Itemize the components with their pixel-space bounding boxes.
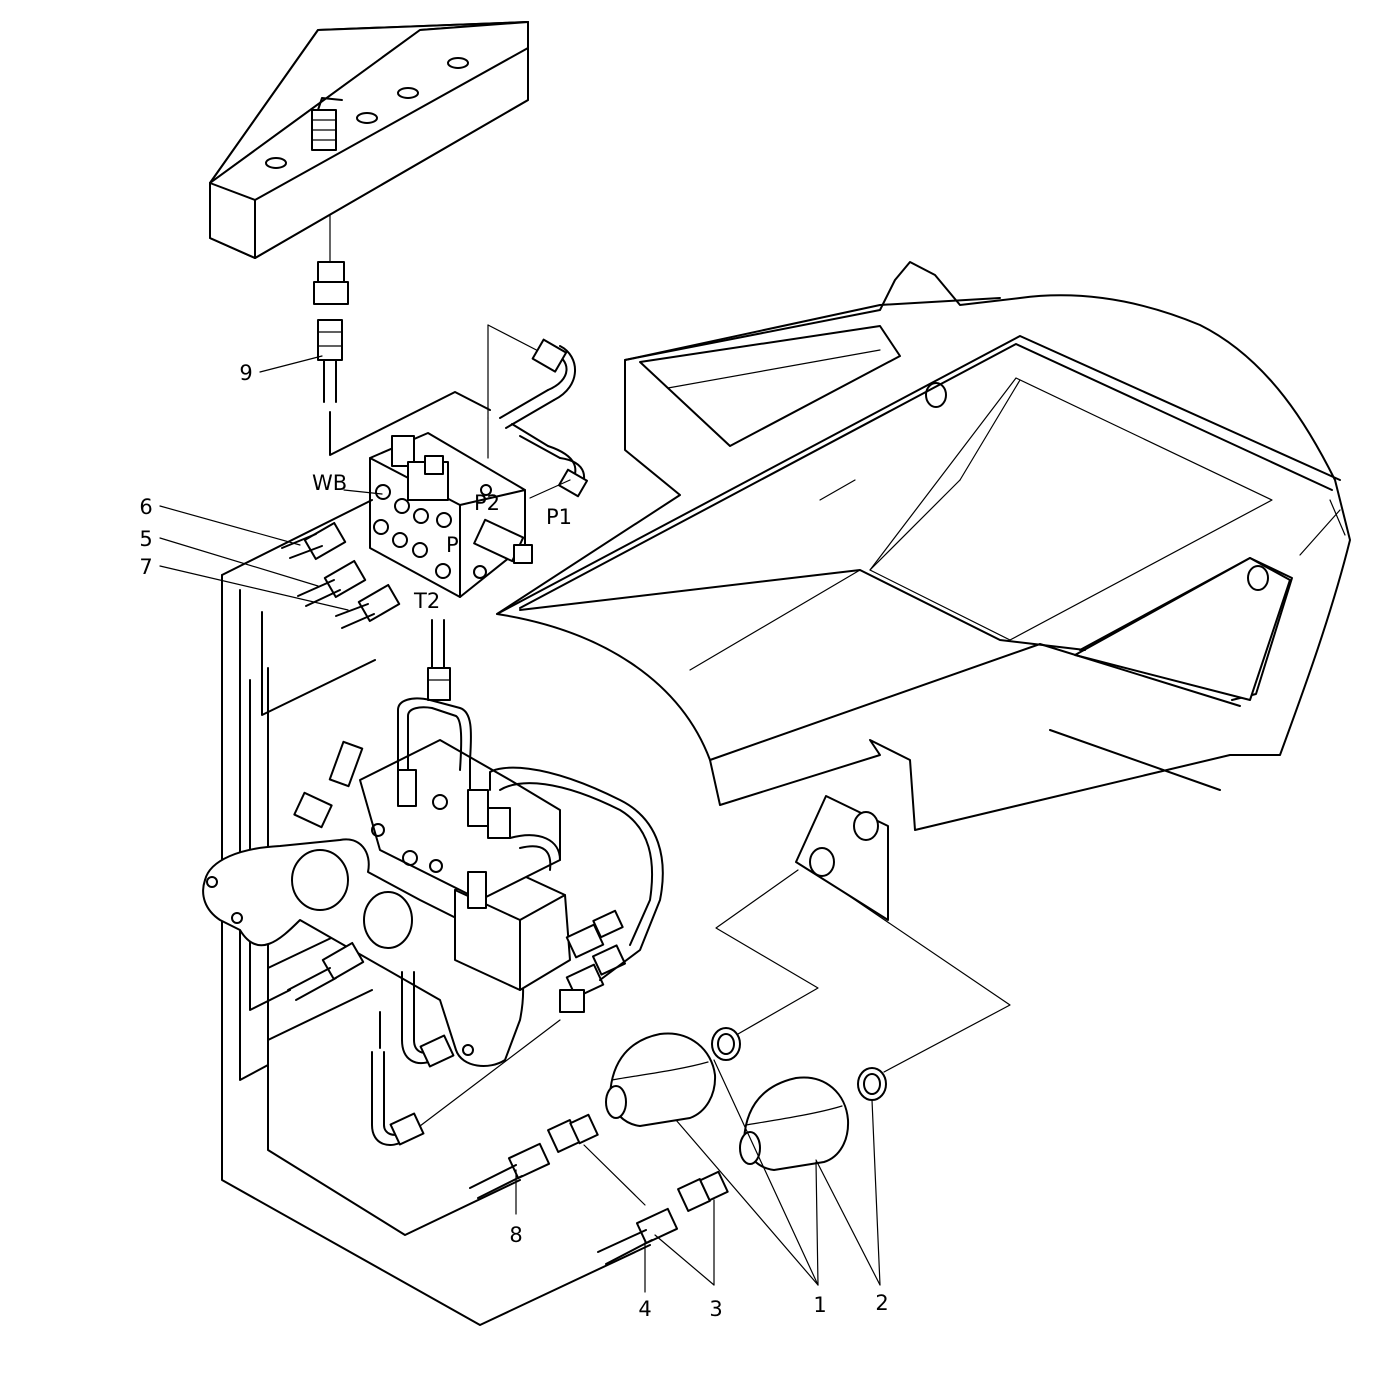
leader-lines xyxy=(675,867,1011,1286)
port-label-p1: P1 xyxy=(546,505,572,529)
callout-4: 4 xyxy=(638,1297,651,1321)
hose-t2 xyxy=(427,619,451,701)
port-label-p2: P2 xyxy=(474,491,500,515)
fitting-3b xyxy=(654,1170,729,1286)
fitting-3a xyxy=(547,1113,646,1206)
hose-lower-elbow-1 xyxy=(401,971,455,1068)
callout-1: 1 xyxy=(813,1293,826,1317)
callout-7: 7 xyxy=(139,555,152,579)
hose-6 xyxy=(281,521,347,561)
port-label-p: P xyxy=(446,533,459,557)
hose-p2 xyxy=(487,324,576,459)
callout-2: 2 xyxy=(875,1291,888,1315)
hose-left-lower xyxy=(287,941,365,1001)
callout-6: 6 xyxy=(139,495,152,519)
port-label-wb: WB xyxy=(312,471,347,495)
hose-5 xyxy=(297,559,367,607)
callout-leaders xyxy=(159,355,349,611)
seal-rings xyxy=(711,1027,887,1101)
port-labels: WB P2 P1 P T2 xyxy=(312,471,572,613)
hose-lower-elbow-2 xyxy=(371,1019,561,1146)
hose-p1 xyxy=(511,423,589,499)
callout-labels: 1 2 3 4 5 6 7 8 9 xyxy=(139,361,888,1321)
accumulator-1b xyxy=(739,1076,850,1171)
callout-3: 3 xyxy=(709,1297,722,1321)
tank-hood xyxy=(496,261,1351,831)
callout-5: 5 xyxy=(139,527,152,551)
mounting-bracket xyxy=(795,795,889,921)
valve-block xyxy=(369,432,533,598)
hose-8 xyxy=(469,1142,551,1215)
accumulator-1a xyxy=(605,1032,717,1127)
adapter-fitting xyxy=(313,261,349,305)
main-valve-assembly xyxy=(202,697,664,1067)
callout-9: 9 xyxy=(239,361,252,385)
callout-8: 8 xyxy=(509,1223,522,1247)
hose-4 xyxy=(597,1207,679,1293)
hose-9 xyxy=(317,319,491,456)
manifold-bar xyxy=(209,21,529,263)
port-label-t2: T2 xyxy=(413,589,440,613)
hose-7 xyxy=(335,583,401,629)
